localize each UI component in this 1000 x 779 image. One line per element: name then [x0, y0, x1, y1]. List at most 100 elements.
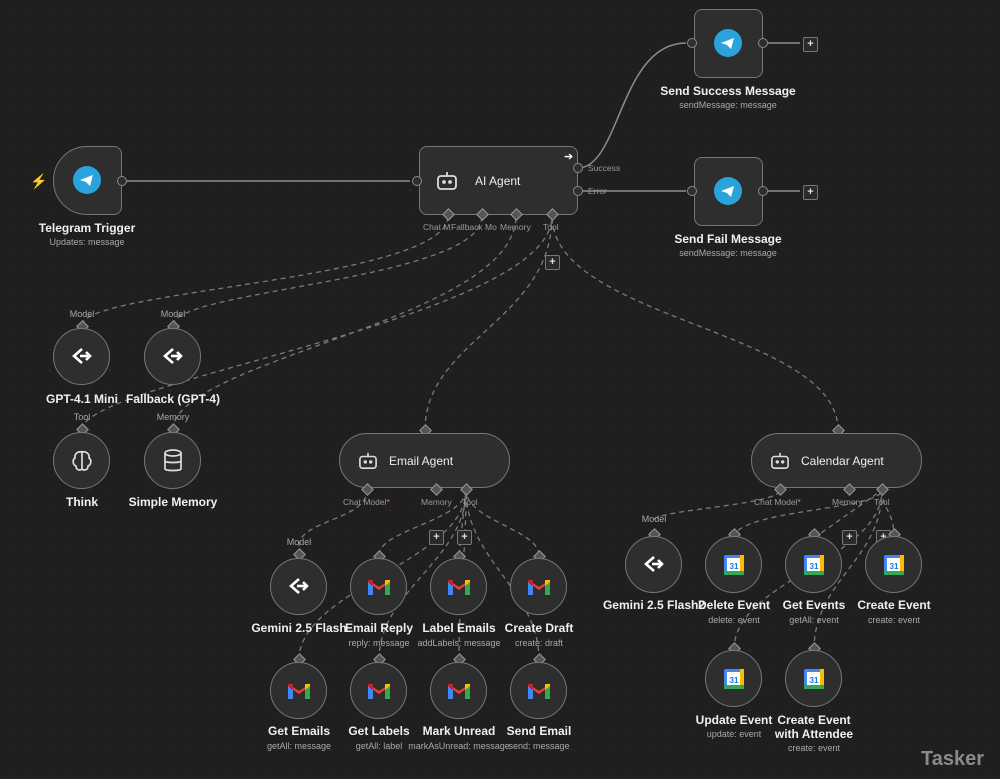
output-port[interactable] [758, 186, 768, 196]
gmail-icon [526, 681, 552, 701]
node-subtitle: addLabels: message [417, 638, 501, 648]
add-node-button[interactable]: + [803, 185, 818, 200]
port-label-memory: Memory [421, 497, 452, 507]
send-email-node[interactable] [510, 662, 567, 719]
telegram-trigger-node[interactable] [53, 146, 122, 215]
output-port[interactable] [758, 38, 768, 48]
node-subtitle: sendMessage: message [679, 100, 777, 110]
node-subtitle: update: event [706, 729, 762, 739]
node-title: Send Success Message [660, 84, 796, 98]
create-draft-node[interactable] [510, 558, 567, 615]
node-title: GPT-4.1 Mini [45, 392, 119, 406]
node-title: Create Event [857, 598, 931, 612]
port-label-model: Model [641, 514, 667, 524]
port-label-model: Model [160, 309, 186, 319]
openai-icon [70, 346, 94, 371]
database-icon [162, 448, 184, 479]
delete-event-node[interactable]: 31 [705, 536, 762, 593]
ai-agent-node[interactable]: AI Agent ➔ [419, 146, 578, 215]
node-subtitle: markAsUnread: message [408, 741, 510, 751]
port-label-model: Model [286, 537, 312, 547]
add-tool-button[interactable]: + [457, 530, 472, 545]
email-reply-node[interactable] [350, 558, 407, 615]
watermark-logo: Tasker [920, 748, 984, 770]
node-title: Gemini 2.5 Flash [251, 621, 347, 635]
google-calendar-icon: 31 [723, 554, 745, 576]
arrow-right-icon: ➔ [564, 151, 574, 163]
input-port[interactable] [687, 186, 697, 196]
gpt41-mini-node[interactable] [53, 328, 110, 385]
node-title: Think [66, 495, 98, 509]
node-title: Create Event with Attendee [774, 713, 854, 741]
get-events-node[interactable]: 31 [785, 536, 842, 593]
openai-icon [642, 554, 666, 579]
get-labels-node[interactable] [350, 662, 407, 719]
success-port[interactable] [573, 163, 583, 173]
send-success-node[interactable] [694, 9, 763, 78]
telegram-icon [714, 177, 742, 205]
mark-unread-node[interactable] [430, 662, 487, 719]
port-label-success: Success [588, 163, 621, 173]
port-label-memory: Memory [500, 222, 531, 232]
create-event-attendee-node[interactable]: 31 [785, 650, 842, 707]
node-title: Telegram Trigger [38, 221, 136, 235]
telegram-icon [73, 166, 101, 194]
create-event-node[interactable]: 31 [865, 536, 922, 593]
input-port[interactable] [412, 176, 422, 186]
gmail-icon [446, 577, 472, 597]
think-node[interactable] [53, 432, 110, 489]
update-event-node[interactable]: 31 [705, 650, 762, 707]
add-memory-button[interactable]: + [429, 530, 444, 545]
node-title: Gemini 2.5 Flash2 [602, 598, 706, 612]
node-title: Get Labels [348, 724, 410, 738]
robot-icon [436, 171, 458, 196]
port-label-chat: Chat Model* [343, 497, 390, 507]
input-port[interactable] [687, 38, 697, 48]
port-label-memory: Memory [832, 497, 863, 507]
port-label-error: Error [588, 186, 607, 196]
calendar-agent-node[interactable]: Calendar Agent [751, 433, 922, 488]
email-agent-node[interactable]: Email Agent [339, 433, 510, 488]
svg-text:31: 31 [730, 676, 739, 685]
node-subtitle: reply: message [348, 638, 410, 648]
svg-text:31: 31 [810, 562, 819, 571]
node-title: Email Agent [389, 454, 454, 468]
gemini-flash2-node[interactable] [625, 536, 682, 593]
node-title: AI Agent [475, 174, 521, 188]
simple-memory-node[interactable] [144, 432, 201, 489]
fallback-gpt4-node[interactable] [144, 328, 201, 385]
required-marker: * [386, 497, 390, 507]
port-label-tool: Tool [874, 497, 890, 507]
add-tool-button[interactable]: + [545, 255, 560, 270]
port-label-memory: Memory [156, 412, 190, 422]
google-calendar-icon: 31 [803, 554, 825, 576]
error-port[interactable] [573, 186, 583, 196]
node-subtitle: create: event [787, 743, 841, 753]
gemini-flash-node[interactable] [270, 558, 327, 615]
node-subtitle: getAll: label [355, 741, 403, 751]
node-title: Calendar Agent [801, 454, 884, 468]
node-title: Get Emails [267, 724, 331, 738]
gmail-icon [366, 681, 392, 701]
node-title: Create Draft [504, 621, 574, 635]
port-label-tool: Tool [543, 222, 559, 232]
add-node-button[interactable]: + [803, 37, 818, 52]
gmail-icon [366, 577, 392, 597]
port-label-tool: Tool [73, 412, 91, 422]
brain-icon [69, 448, 95, 479]
node-title: Update Event [695, 713, 773, 727]
node-subtitle: Updates: message [49, 237, 125, 247]
send-fail-node[interactable] [694, 157, 763, 226]
port-label-tool: Tool [462, 497, 478, 507]
output-port[interactable] [117, 176, 127, 186]
node-title: Fallback (GPT-4) [125, 392, 221, 406]
add-memory-button[interactable]: + [842, 530, 857, 545]
node-title: Mark Unread [422, 724, 496, 738]
google-calendar-icon: 31 [803, 668, 825, 690]
openai-icon [161, 346, 185, 371]
get-emails-node[interactable] [270, 662, 327, 719]
label-emails-node[interactable] [430, 558, 487, 615]
port-label-model: Model [69, 309, 95, 319]
port-label-fallback: Fallback Mo [451, 222, 497, 232]
